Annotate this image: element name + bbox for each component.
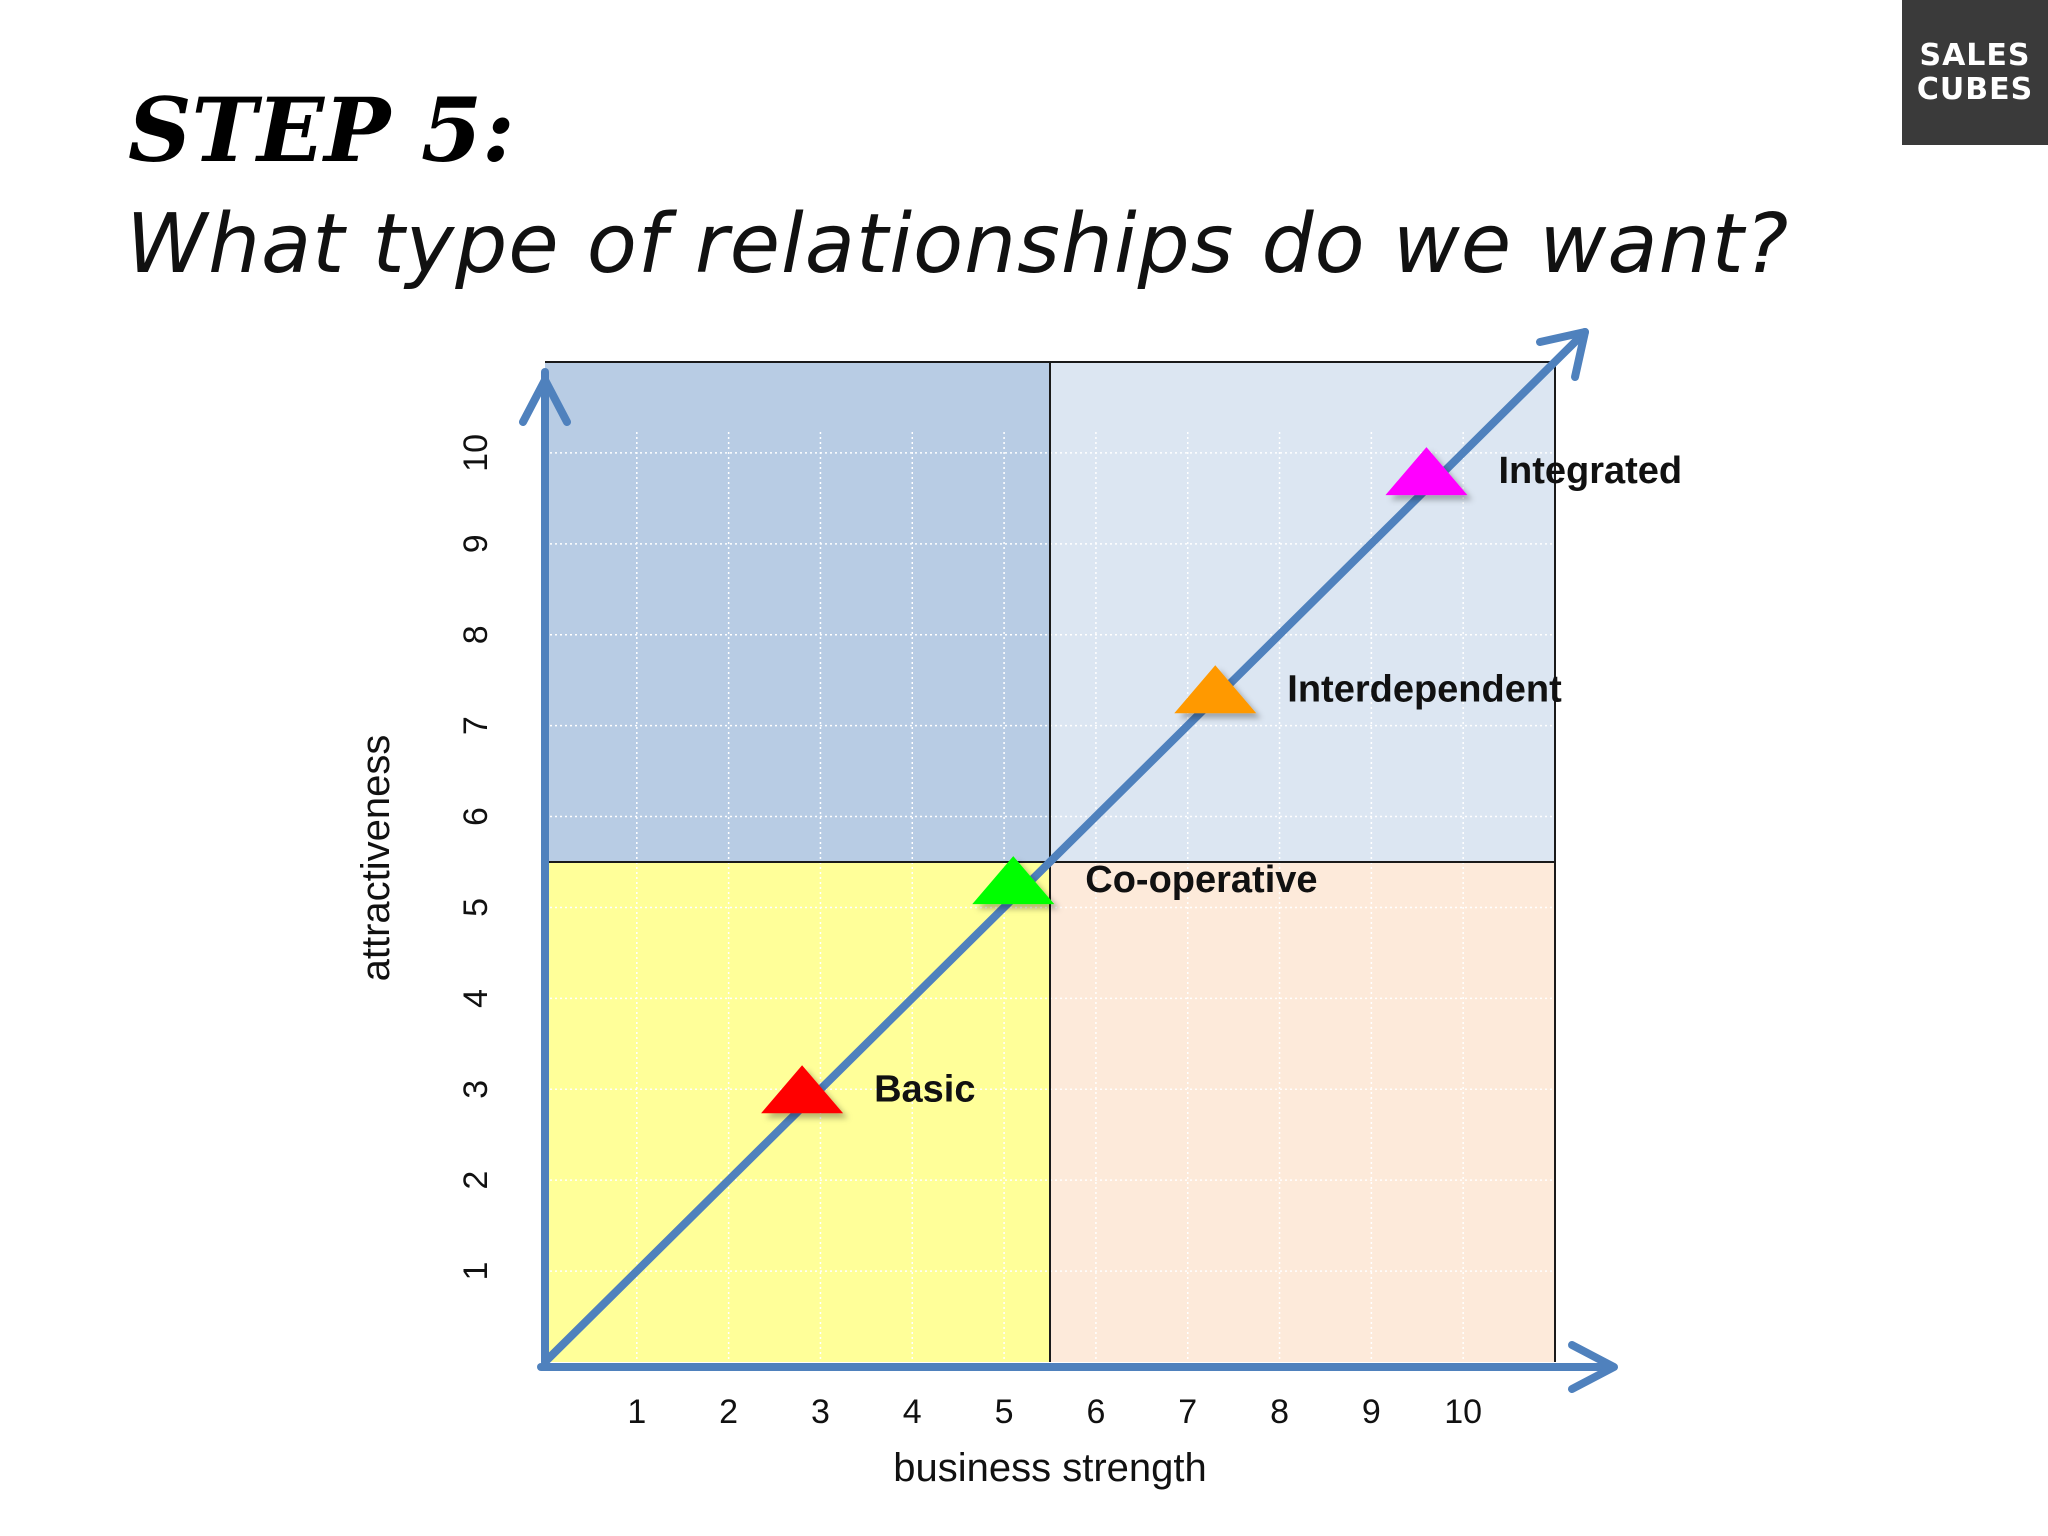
y-tick-label: 9 [457,534,495,553]
basic-label: Basic [874,1068,975,1110]
x-tick-label: 8 [1270,1393,1289,1431]
x-axis-arrowhead [1568,1341,1618,1393]
x-tick-label: 10 [1444,1393,1482,1431]
sales-cubes-logo: SALES CUBES [1902,0,2048,145]
y-axis-arrowhead [519,376,571,426]
y-tick-label: 3 [457,1080,495,1099]
step-title: STEP 5: [128,78,515,182]
slide-question: What type of relationships do we want? [126,197,1790,292]
quadrant-bottom-right [1050,862,1555,1362]
y-tick-label: 4 [457,989,495,1008]
y-tick-label: 5 [457,898,495,917]
x-tick-label: 4 [903,1393,922,1431]
interdependent-marker [1174,665,1257,714]
trend-line [541,328,1589,1366]
trend-arrowhead [1536,328,1589,381]
y-tick-label: 2 [457,1171,495,1190]
x-tick-label: 3 [811,1393,830,1431]
y-tick-label: 1 [457,1262,495,1281]
co-operative-label: Co-operative [1085,859,1317,901]
integrated-label: Integrated [1498,450,1682,492]
x-tick-label: 9 [1362,1393,1381,1431]
x-tick-label: 2 [719,1393,738,1431]
x-tick-label: 1 [627,1393,646,1431]
y-tick-label: 6 [457,807,495,826]
co-operative-marker [972,856,1055,905]
basic-marker [761,1065,844,1114]
logo-line-1: SALES [1919,37,2031,73]
interdependent-label: Interdependent [1287,668,1562,710]
y-axis-title: attractiveness [354,735,398,982]
x-axis-title: business strength [893,1446,1207,1490]
y-tick-label: 7 [457,716,495,735]
quadrant-top-left [545,362,1050,862]
x-tick-label: 5 [995,1393,1014,1431]
logo-line-2: CUBES [1916,71,2034,107]
y-tick-label: 10 [457,434,495,472]
x-tick-label: 7 [1178,1393,1197,1431]
y-tick-label: 8 [457,625,495,644]
x-tick-label: 6 [1086,1393,1105,1431]
integrated-marker [1385,447,1468,496]
